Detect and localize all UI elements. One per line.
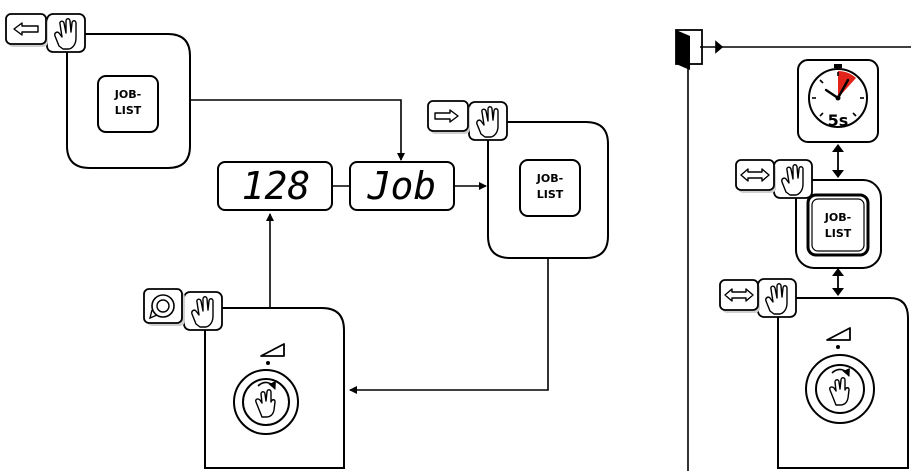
rotate-icon [148,294,175,320]
connector-right-to-bottom [349,258,549,394]
connector-top-to-job [190,99,405,161]
volume-ramp-icon-right [826,327,851,349]
exit-door-icon[interactable] [675,29,724,70]
job-list-right-line1: JOB- [536,172,563,185]
double-press-icon-group-1[interactable] [735,159,813,199]
timer-label: 5s [828,111,849,130]
volume-ramp-icon [260,343,285,365]
forward-arrow-icon [434,109,459,123]
double-arrow-connector-1 [832,144,844,178]
back-press-icon-group[interactable] [5,13,86,53]
display-text-value: Job [367,164,437,208]
display-number-value: 128 [242,164,311,208]
job-list-button-top[interactable]: JOB- LIST [97,75,159,133]
double-arrow-connector-2 [832,268,844,296]
timer-button[interactable]: 5s [797,59,879,143]
job-list-button-right-flow[interactable]: JOB- LIST [806,193,870,257]
back-arrow-icon [13,22,39,36]
double-arrow-icon [724,288,754,302]
display-number: 128 [217,161,333,211]
knob-press-icon-right[interactable] [805,354,875,424]
double-arrow-icon [740,168,770,182]
job-list-right-flow-line2: LIST [825,227,852,240]
double-press-icon-group-2[interactable] [719,278,797,318]
job-list-top-line1: JOB- [114,88,141,101]
display-text: Job [349,161,455,211]
timer-icon [808,64,868,128]
job-list-top-line2: LIST [115,104,142,117]
knob-press-icon[interactable] [233,369,299,435]
rotate-press-icon-group[interactable] [143,288,223,331]
job-list-right-line2: LIST [537,188,564,201]
job-list-right-flow-line1: JOB- [824,211,851,224]
forward-press-icon-group[interactable] [427,100,508,141]
job-list-button-right[interactable]: JOB- LIST [519,159,581,217]
